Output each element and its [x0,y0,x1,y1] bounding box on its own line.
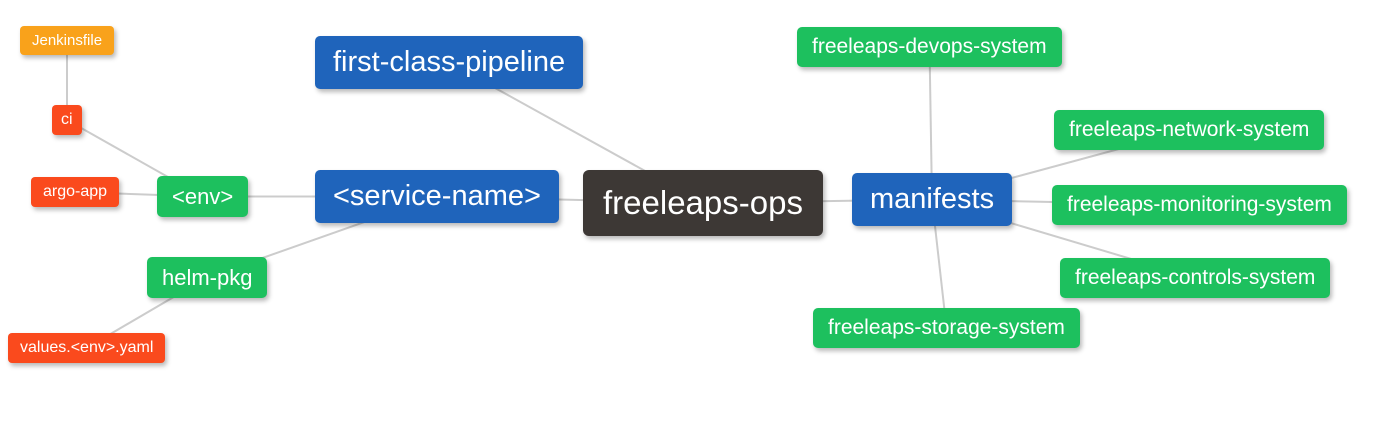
node-argo-app[interactable]: argo-app [31,177,120,208]
node-manifests[interactable]: manifests [852,173,1013,227]
node-first-class-pipeline[interactable]: first-class-pipeline [315,36,584,90]
node-jenkinsfile[interactable]: Jenkinsfile [20,26,115,56]
node-freeleaps-ops-root[interactable]: freeleaps-ops [583,170,823,236]
node-freeleaps-storage-system[interactable]: freeleaps-storage-system [813,308,1080,349]
node-freeleaps-devops-system[interactable]: freeleaps-devops-system [797,27,1062,68]
node-ci[interactable]: ci [52,105,82,136]
node-freeleaps-monitoring-system[interactable]: freeleaps-monitoring-system [1052,185,1347,226]
node-service-name[interactable]: <service-name> [315,170,559,224]
node-values-env-yaml[interactable]: values.<env>.yaml [8,333,166,364]
node-env[interactable]: <env> [157,176,249,218]
node-freeleaps-network-system[interactable]: freeleaps-network-system [1054,110,1325,151]
node-helm-pkg[interactable]: helm-pkg [147,257,268,299]
node-freeleaps-controls-system[interactable]: freeleaps-controls-system [1060,258,1331,299]
